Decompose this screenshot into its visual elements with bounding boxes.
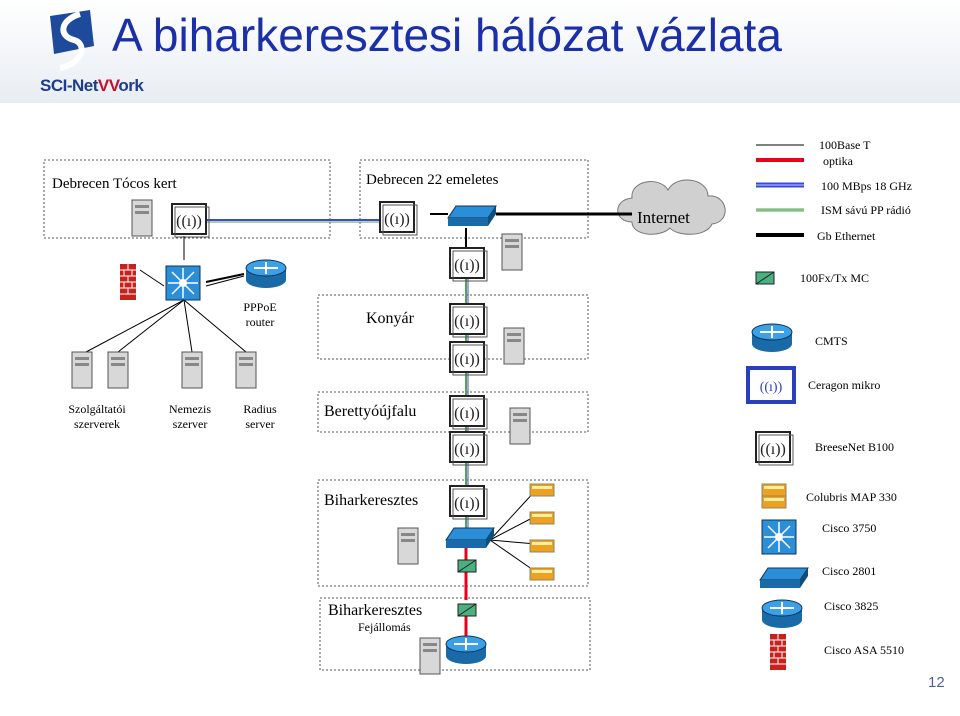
server-icon [107, 351, 129, 389]
legend-label: Cisco 3825 [824, 599, 879, 613]
access-point-icon [529, 539, 555, 553]
access-point-icon [761, 483, 787, 497]
ceragon-icon [746, 366, 796, 404]
server-icon [501, 233, 523, 271]
legend-label: CMTS [815, 334, 848, 348]
media-converter-icon [755, 271, 775, 285]
legend-label: 100 MBps 18 GHz [821, 179, 913, 193]
device-label: PPPoE router [243, 300, 277, 329]
switch-icon [759, 567, 809, 589]
switch-icon [445, 527, 495, 549]
logo-icon [50, 10, 94, 71]
legend-label: optika [823, 154, 853, 168]
page-number: 12 [928, 674, 945, 691]
firewall-icon [769, 633, 787, 671]
legend-label: 100Base T [819, 138, 871, 152]
device-label: Nemezis szerver [169, 402, 211, 431]
site-label: Berettyóújfalu [324, 403, 417, 420]
page-title: A biharkeresztesi hálózat vázlata [112, 9, 782, 61]
radio-icon [449, 485, 488, 520]
router-icon [761, 599, 803, 629]
legend-label: Cisco 2801 [822, 564, 877, 578]
firewall-icon [119, 263, 137, 301]
site-label: Biharkeresztes [324, 492, 419, 509]
radio-icon [449, 247, 488, 282]
radio-icon [171, 203, 210, 238]
server-icon [181, 351, 203, 389]
internet-cloud-icon [617, 179, 726, 235]
access-point-icon [529, 511, 555, 525]
radio-icon [449, 431, 488, 466]
cmts-icon [445, 635, 487, 665]
radio-icon [449, 341, 488, 376]
server-icon [131, 199, 153, 237]
router-icon [245, 259, 287, 289]
legend-label: Cisco 3750 [822, 521, 877, 535]
media-converter-icon [457, 559, 477, 573]
legend-label: Cisco ASA 5510 [824, 643, 905, 657]
media-converter-icon [457, 603, 477, 617]
server-icon [419, 637, 441, 675]
cmts-icon [751, 323, 793, 353]
radio-icon [449, 303, 488, 338]
radio-icon [449, 395, 488, 430]
server-icon [397, 527, 419, 565]
legend-label: Gb Ethernet [817, 229, 876, 243]
server-icon [235, 351, 257, 389]
legend-label: BreeseNet B100 [815, 440, 894, 454]
radio-icon [755, 431, 794, 466]
access-point-icon [529, 483, 555, 497]
slide-header [0, 0, 960, 103]
server-icon [503, 327, 525, 365]
site-label: Fejállomás [358, 620, 411, 634]
device-label: Radius server [243, 402, 277, 431]
legend-label: Colubris MAP 330 [806, 490, 897, 504]
site-label: Internet [637, 208, 690, 227]
legend-label: Ceragon mikro [808, 378, 881, 392]
site-label: Biharkeresztes [328, 602, 423, 619]
layer3-switch-icon [165, 265, 201, 301]
legend-label: 100Fx/Tx MC [800, 271, 870, 285]
site-label: Debrecen Tócos kert [52, 176, 177, 192]
device-label: Szolgáltatói szerverek [68, 402, 126, 431]
site-label: Konyár [366, 310, 414, 327]
access-point-icon [529, 567, 555, 581]
server-icon [71, 351, 93, 389]
switch-icon [447, 205, 497, 227]
layer3-switch-icon [761, 519, 797, 555]
radio-icon [379, 201, 418, 236]
legend-label: ISM sávú PP rádió [821, 203, 911, 217]
logo-text: SCI-NetVVork [40, 76, 144, 95]
access-point-icon [761, 495, 787, 509]
server-icon [509, 407, 531, 445]
site-label: Debrecen 22 emeletes [366, 172, 499, 188]
